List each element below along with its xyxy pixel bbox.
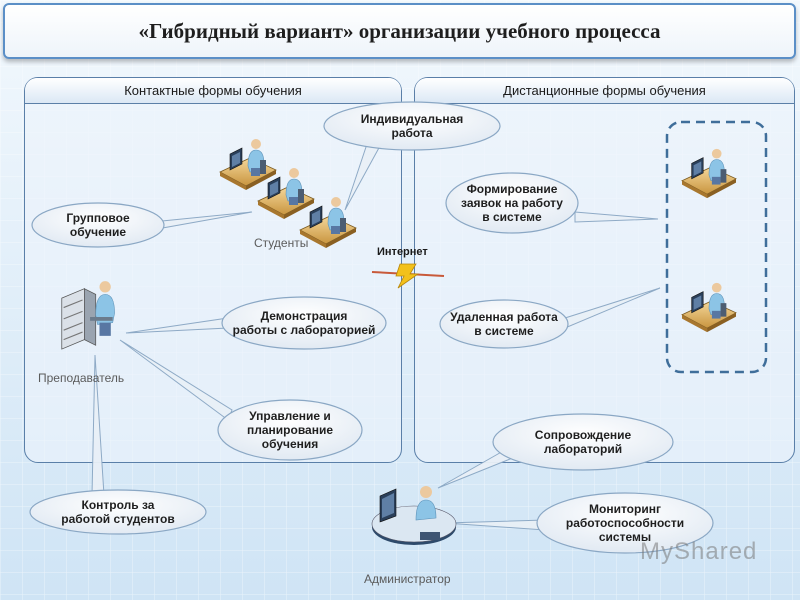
watermark: MyShared: [640, 538, 758, 565]
bubble-remote-work: Удаленная работа в системе: [450, 310, 558, 338]
bubble-individual-work: Индивидуальная работа: [360, 112, 464, 140]
bubble-monitoring: Мониторинг работоспособности системы: [565, 502, 685, 544]
admin-label: Администратор: [364, 572, 451, 586]
distance-forms-header: Дистанционные формы обучения: [415, 78, 794, 104]
bubble-lab-support: Сопровождение лабораторий: [534, 428, 632, 456]
teacher-label: Преподаватель: [38, 371, 125, 385]
bubble-student-control: Контроль за работой студентов: [61, 498, 175, 526]
distance-forms-panel: Дистанционные формы обучения: [414, 77, 795, 463]
students-label: Студенты: [254, 236, 309, 250]
page-title: «Гибридный вариант» организации учебного…: [138, 18, 661, 43]
bubble-management-planning: Управление и планирование обучения: [246, 409, 334, 451]
contact-forms-header: Контактные формы обучения: [25, 78, 401, 104]
bubble-request-forming: Формирование заявок на работу в системе: [461, 182, 563, 224]
bubble-group-learning: Групповое обучение: [66, 211, 130, 239]
bubble-lab-demo: Демонстрация работы с лабораторией: [232, 309, 376, 337]
title-bar: «Гибридный вариант» организации учебного…: [3, 3, 796, 59]
internet-label: Интернет: [377, 246, 428, 258]
